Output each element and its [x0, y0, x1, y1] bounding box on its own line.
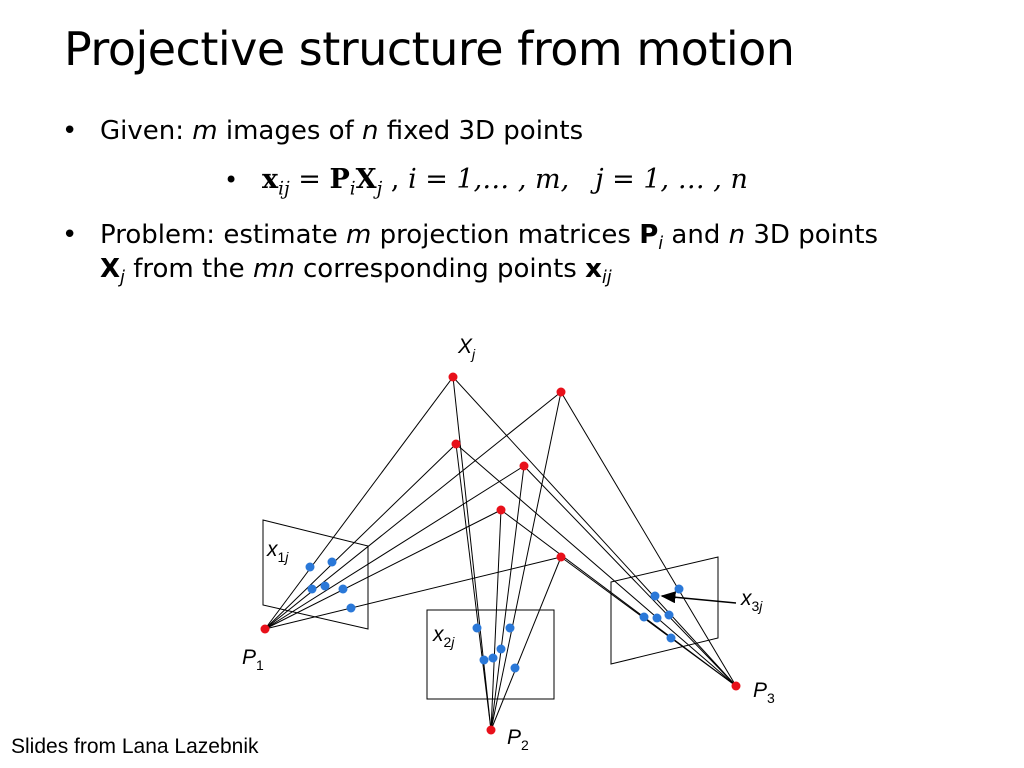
- eq-equals: =: [289, 164, 330, 195]
- eq-comma: ,: [382, 164, 409, 195]
- problem-m: m: [346, 220, 372, 250]
- given-suffix: fixed 3D points: [378, 116, 584, 146]
- image-plane-2: [426, 609, 555, 700]
- image-plane-3: [610, 556, 719, 665]
- problem-mid2: and: [663, 220, 729, 250]
- eq-x: x: [262, 164, 279, 195]
- eq-i-range: i = 1,… , m,: [408, 164, 570, 195]
- ray-P3-3: [455, 443, 737, 687]
- label-x2j: x2j: [432, 623, 455, 650]
- problem-mid4: from the: [124, 254, 253, 284]
- problem-mid5: corresponding points: [294, 254, 586, 284]
- problem-n: n: [728, 220, 746, 250]
- problem-x-sub: ij: [601, 268, 612, 289]
- image-point: [488, 653, 498, 663]
- image-point: [650, 591, 660, 601]
- problem-X: X: [100, 254, 121, 284]
- label-P3: P3: [753, 679, 775, 706]
- image-point: [346, 603, 356, 613]
- label-P1: P1: [242, 646, 264, 673]
- scene-point: [556, 552, 566, 562]
- problem-mid3: 3D points: [745, 220, 879, 250]
- label-x3j: x3j: [740, 587, 763, 614]
- given-mid: images of: [217, 116, 362, 146]
- problem-P: P: [639, 220, 659, 250]
- x3j-pointer-arrow: [660, 591, 737, 604]
- image-point: [639, 612, 649, 622]
- projection-rays: [264, 376, 737, 731]
- given-prefix: Given:: [100, 116, 193, 146]
- diagram-points: [260, 372, 741, 735]
- projection-equation: • xij = PiXj , i = 1,… , m, j = 1, … , n: [224, 164, 748, 198]
- ray-P3-1: [452, 376, 737, 687]
- label-Xj: Xj: [457, 335, 476, 362]
- ray-P3-6: [560, 556, 737, 687]
- ray-P1-1: [264, 376, 454, 630]
- scene-point: [451, 439, 461, 449]
- bullet-marker: •: [62, 220, 78, 250]
- ray-P2-2: [490, 391, 562, 731]
- eq-P-sub: i: [349, 178, 356, 200]
- slide-title: Projective structure from motion: [64, 22, 795, 76]
- bullet-given: • Given: m images of n fixed 3D points: [62, 114, 584, 148]
- image-point: [472, 623, 482, 633]
- bullet-marker: •: [62, 116, 78, 146]
- image-point: [496, 644, 506, 654]
- ray-P3-4: [523, 465, 737, 687]
- image-point: [652, 613, 662, 623]
- ray-P2-6: [490, 556, 562, 731]
- problem-x: x: [585, 254, 602, 284]
- camera-center-P2: [486, 725, 496, 735]
- ray-P1-4: [264, 465, 525, 630]
- problem-mn: mn: [252, 254, 295, 284]
- image-point: [674, 584, 684, 594]
- image-point: [327, 557, 337, 567]
- image-point: [505, 623, 515, 633]
- image-point: [666, 633, 676, 643]
- eq-P: P: [329, 164, 350, 195]
- image-point: [305, 562, 315, 572]
- ray-P1-3: [264, 443, 457, 630]
- bullet-marker: •: [224, 166, 239, 194]
- ray-P2-5: [490, 509, 502, 731]
- image-point: [307, 584, 317, 594]
- camera-center-P3: [731, 681, 741, 691]
- label-P2: P2: [507, 726, 529, 753]
- ray-P2-3: [455, 443, 492, 731]
- ray-P2-1: [452, 376, 492, 731]
- eq-x-sub: ij: [278, 178, 290, 200]
- problem-X-sub: j: [120, 268, 125, 289]
- image-point: [338, 584, 348, 594]
- camera-center-P1: [260, 624, 270, 634]
- scene-point: [496, 505, 506, 515]
- image-plane-1: [262, 519, 369, 630]
- image-point: [510, 663, 520, 673]
- image-point: [479, 655, 489, 665]
- scene-point: [448, 372, 458, 382]
- scene-point: [556, 387, 566, 397]
- given-n: n: [361, 116, 379, 146]
- given-m: m: [192, 116, 218, 146]
- bullet-problem: • Problem: estimate m projection matrice…: [62, 218, 1000, 289]
- problem-P-sub: i: [658, 234, 664, 255]
- image-point: [664, 610, 674, 620]
- eq-j-range: j = 1, … , n: [595, 164, 748, 195]
- scene-point: [519, 461, 529, 471]
- problem-mid1: projection matrices: [371, 220, 640, 250]
- eq-X-sub: j: [376, 178, 383, 200]
- image-point: [320, 581, 330, 591]
- eq-X: X: [355, 164, 377, 195]
- label-x1j: x1j: [266, 538, 289, 565]
- ray-P2-4: [490, 465, 525, 731]
- ray-P1-5: [264, 509, 502, 630]
- slide-credit: Slides from Lana Lazebnik: [11, 735, 259, 758]
- ray-P3-2: [560, 391, 737, 687]
- problem-prefix: Problem: estimate: [100, 220, 346, 250]
